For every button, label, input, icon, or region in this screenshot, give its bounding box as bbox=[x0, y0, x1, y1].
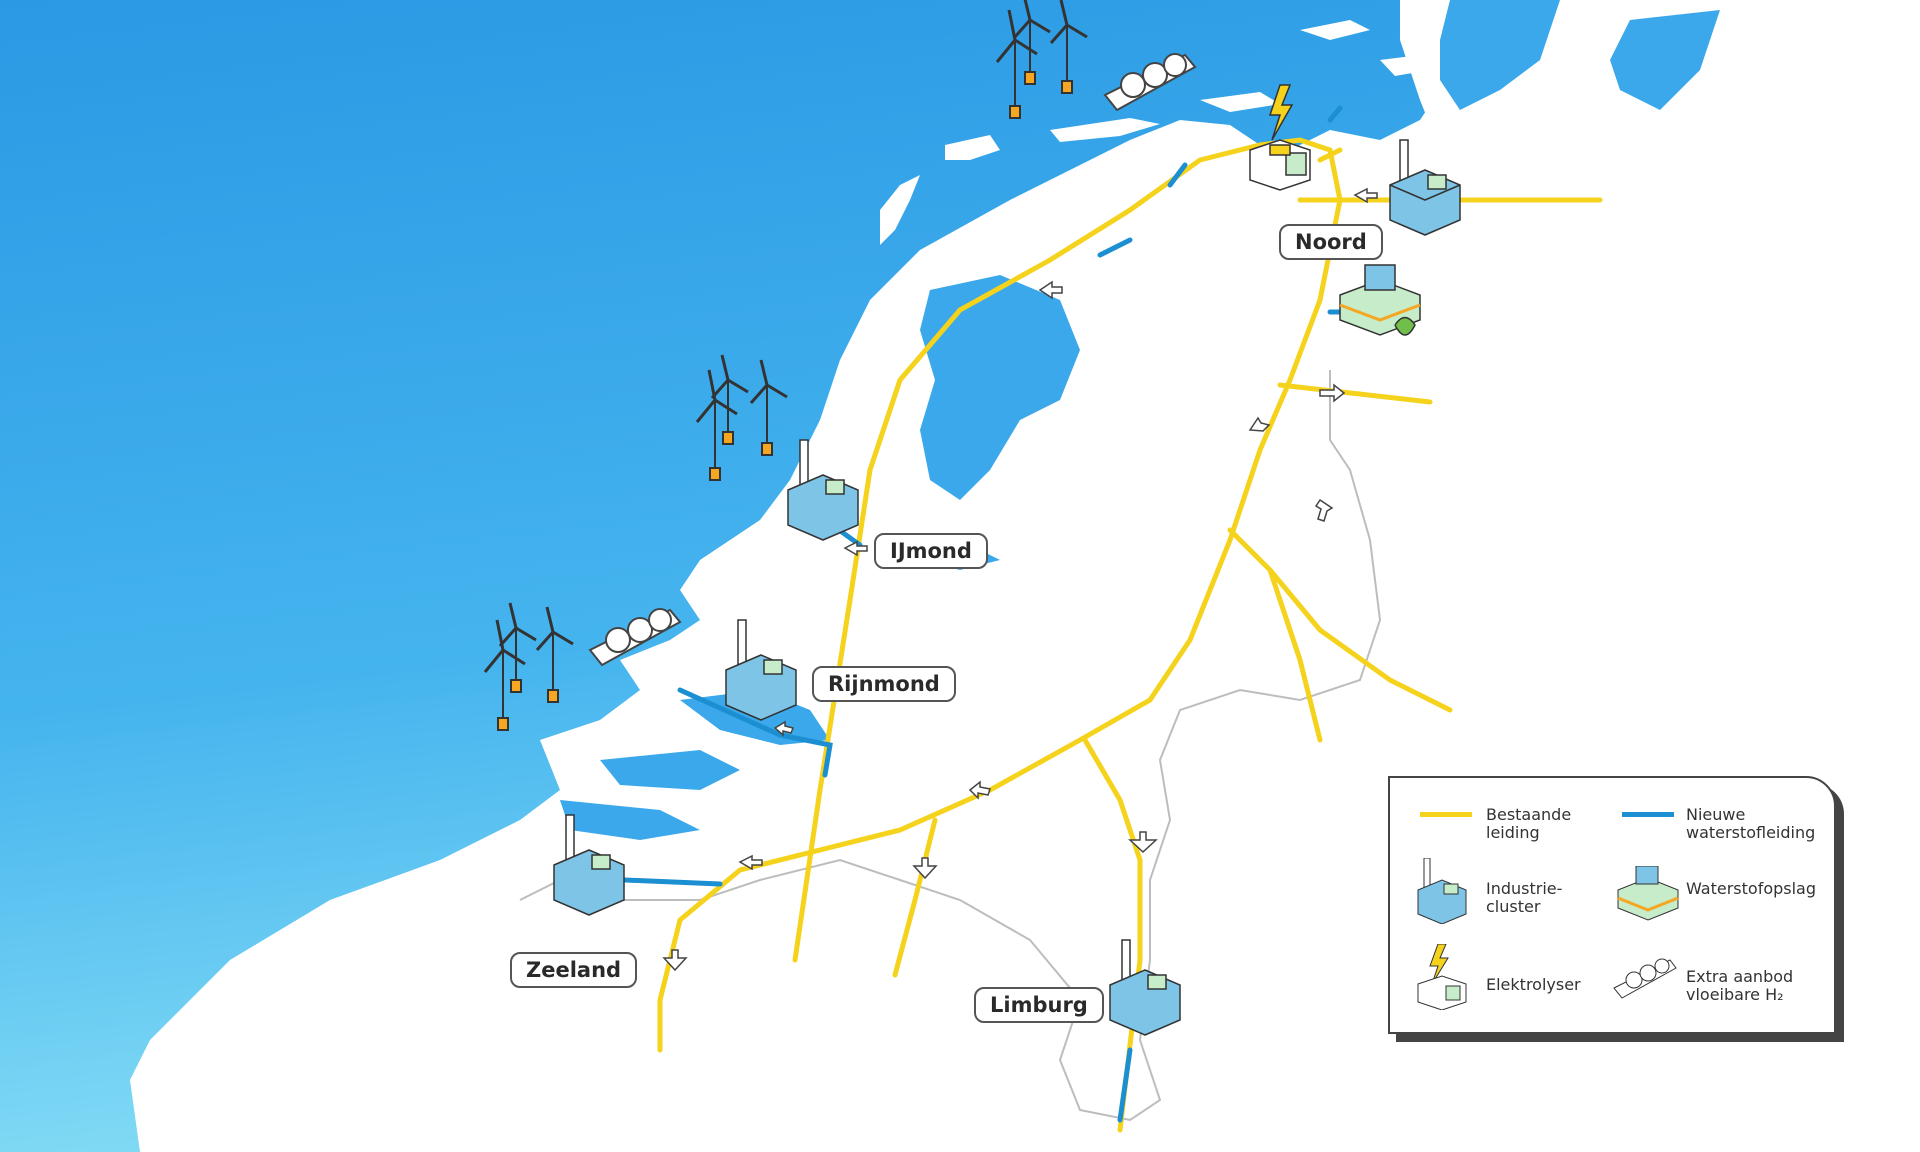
wind-turbine-icon bbox=[749, 359, 788, 456]
arrow-icon bbox=[1128, 831, 1158, 854]
legend: Bestaande leiding Nieuwe waterstofleidin… bbox=[1388, 776, 1836, 1034]
wind-turbine-icon bbox=[1049, 0, 1088, 94]
legend-storage-label: Waterstofopslag bbox=[1686, 879, 1817, 898]
legend-new-pipe-label: Nieuwe waterstofleiding bbox=[1686, 805, 1816, 842]
arrow-icon bbox=[1314, 498, 1334, 522]
industry-legend-icon bbox=[1417, 858, 1467, 924]
wind-turbine-icon bbox=[710, 354, 749, 445]
wadden-islands bbox=[880, 20, 1430, 245]
arrow-icon bbox=[968, 780, 991, 800]
electrolyser-icon bbox=[1249, 84, 1311, 191]
wind-turbine-icon bbox=[535, 606, 574, 703]
electrolyser-legend-icon bbox=[1417, 944, 1467, 1010]
new-pipe-swatch bbox=[1622, 812, 1674, 817]
region-label-rijnmond: Rijnmond bbox=[812, 666, 956, 702]
arrow-icon bbox=[1038, 280, 1063, 300]
factory-icon bbox=[1389, 139, 1461, 236]
arrow-icon bbox=[773, 720, 795, 737]
lh2-ships bbox=[588, 53, 1197, 667]
wind-turbine-icon bbox=[995, 9, 1038, 119]
region-label-zeeland: Zeeland bbox=[510, 952, 638, 988]
wind-turbines bbox=[483, 0, 1088, 731]
factory-icon bbox=[1109, 939, 1181, 1036]
arrow-icon bbox=[662, 949, 688, 972]
region-label-ijmond: IJmond bbox=[874, 533, 988, 569]
factory-icon bbox=[725, 619, 797, 721]
germany-land bbox=[1400, 0, 1920, 300]
arrow-icon bbox=[1248, 416, 1271, 432]
region-label-noord: Noord bbox=[1279, 224, 1383, 260]
legend-lh2-label: Extra aanbod vloeibare H₂ bbox=[1686, 967, 1794, 1004]
flow-arrows bbox=[662, 187, 1378, 972]
ship-icon bbox=[588, 608, 682, 667]
wind-turbine-icon bbox=[498, 602, 537, 693]
wind-turbine-icon bbox=[1012, 0, 1051, 85]
arrow-icon bbox=[1319, 383, 1346, 403]
storage-icon bbox=[1339, 264, 1421, 336]
storage-legend-icon bbox=[1617, 866, 1679, 921]
factory-icon bbox=[787, 439, 859, 541]
arrow-icon bbox=[843, 540, 868, 557]
new-pipelines bbox=[622, 105, 1358, 1123]
arrow-icon bbox=[738, 854, 763, 871]
border-line bbox=[519, 370, 1382, 1122]
arrow-icon bbox=[912, 857, 938, 880]
factory-icon bbox=[553, 814, 625, 916]
legend-existing-pipe-label: Bestaande leiding bbox=[1486, 805, 1572, 842]
arrow-icon bbox=[1353, 187, 1378, 204]
legend-electrolyser-label: Elektrolyser bbox=[1486, 975, 1581, 994]
region-label-limburg: Limburg bbox=[974, 987, 1104, 1023]
existing-pipe-swatch bbox=[1420, 812, 1472, 817]
industry-clusters bbox=[553, 139, 1461, 1036]
ship-legend-icon bbox=[1613, 958, 1677, 999]
legend-industry-label: Industrie- cluster bbox=[1486, 879, 1563, 916]
ship-icon bbox=[1103, 53, 1197, 112]
